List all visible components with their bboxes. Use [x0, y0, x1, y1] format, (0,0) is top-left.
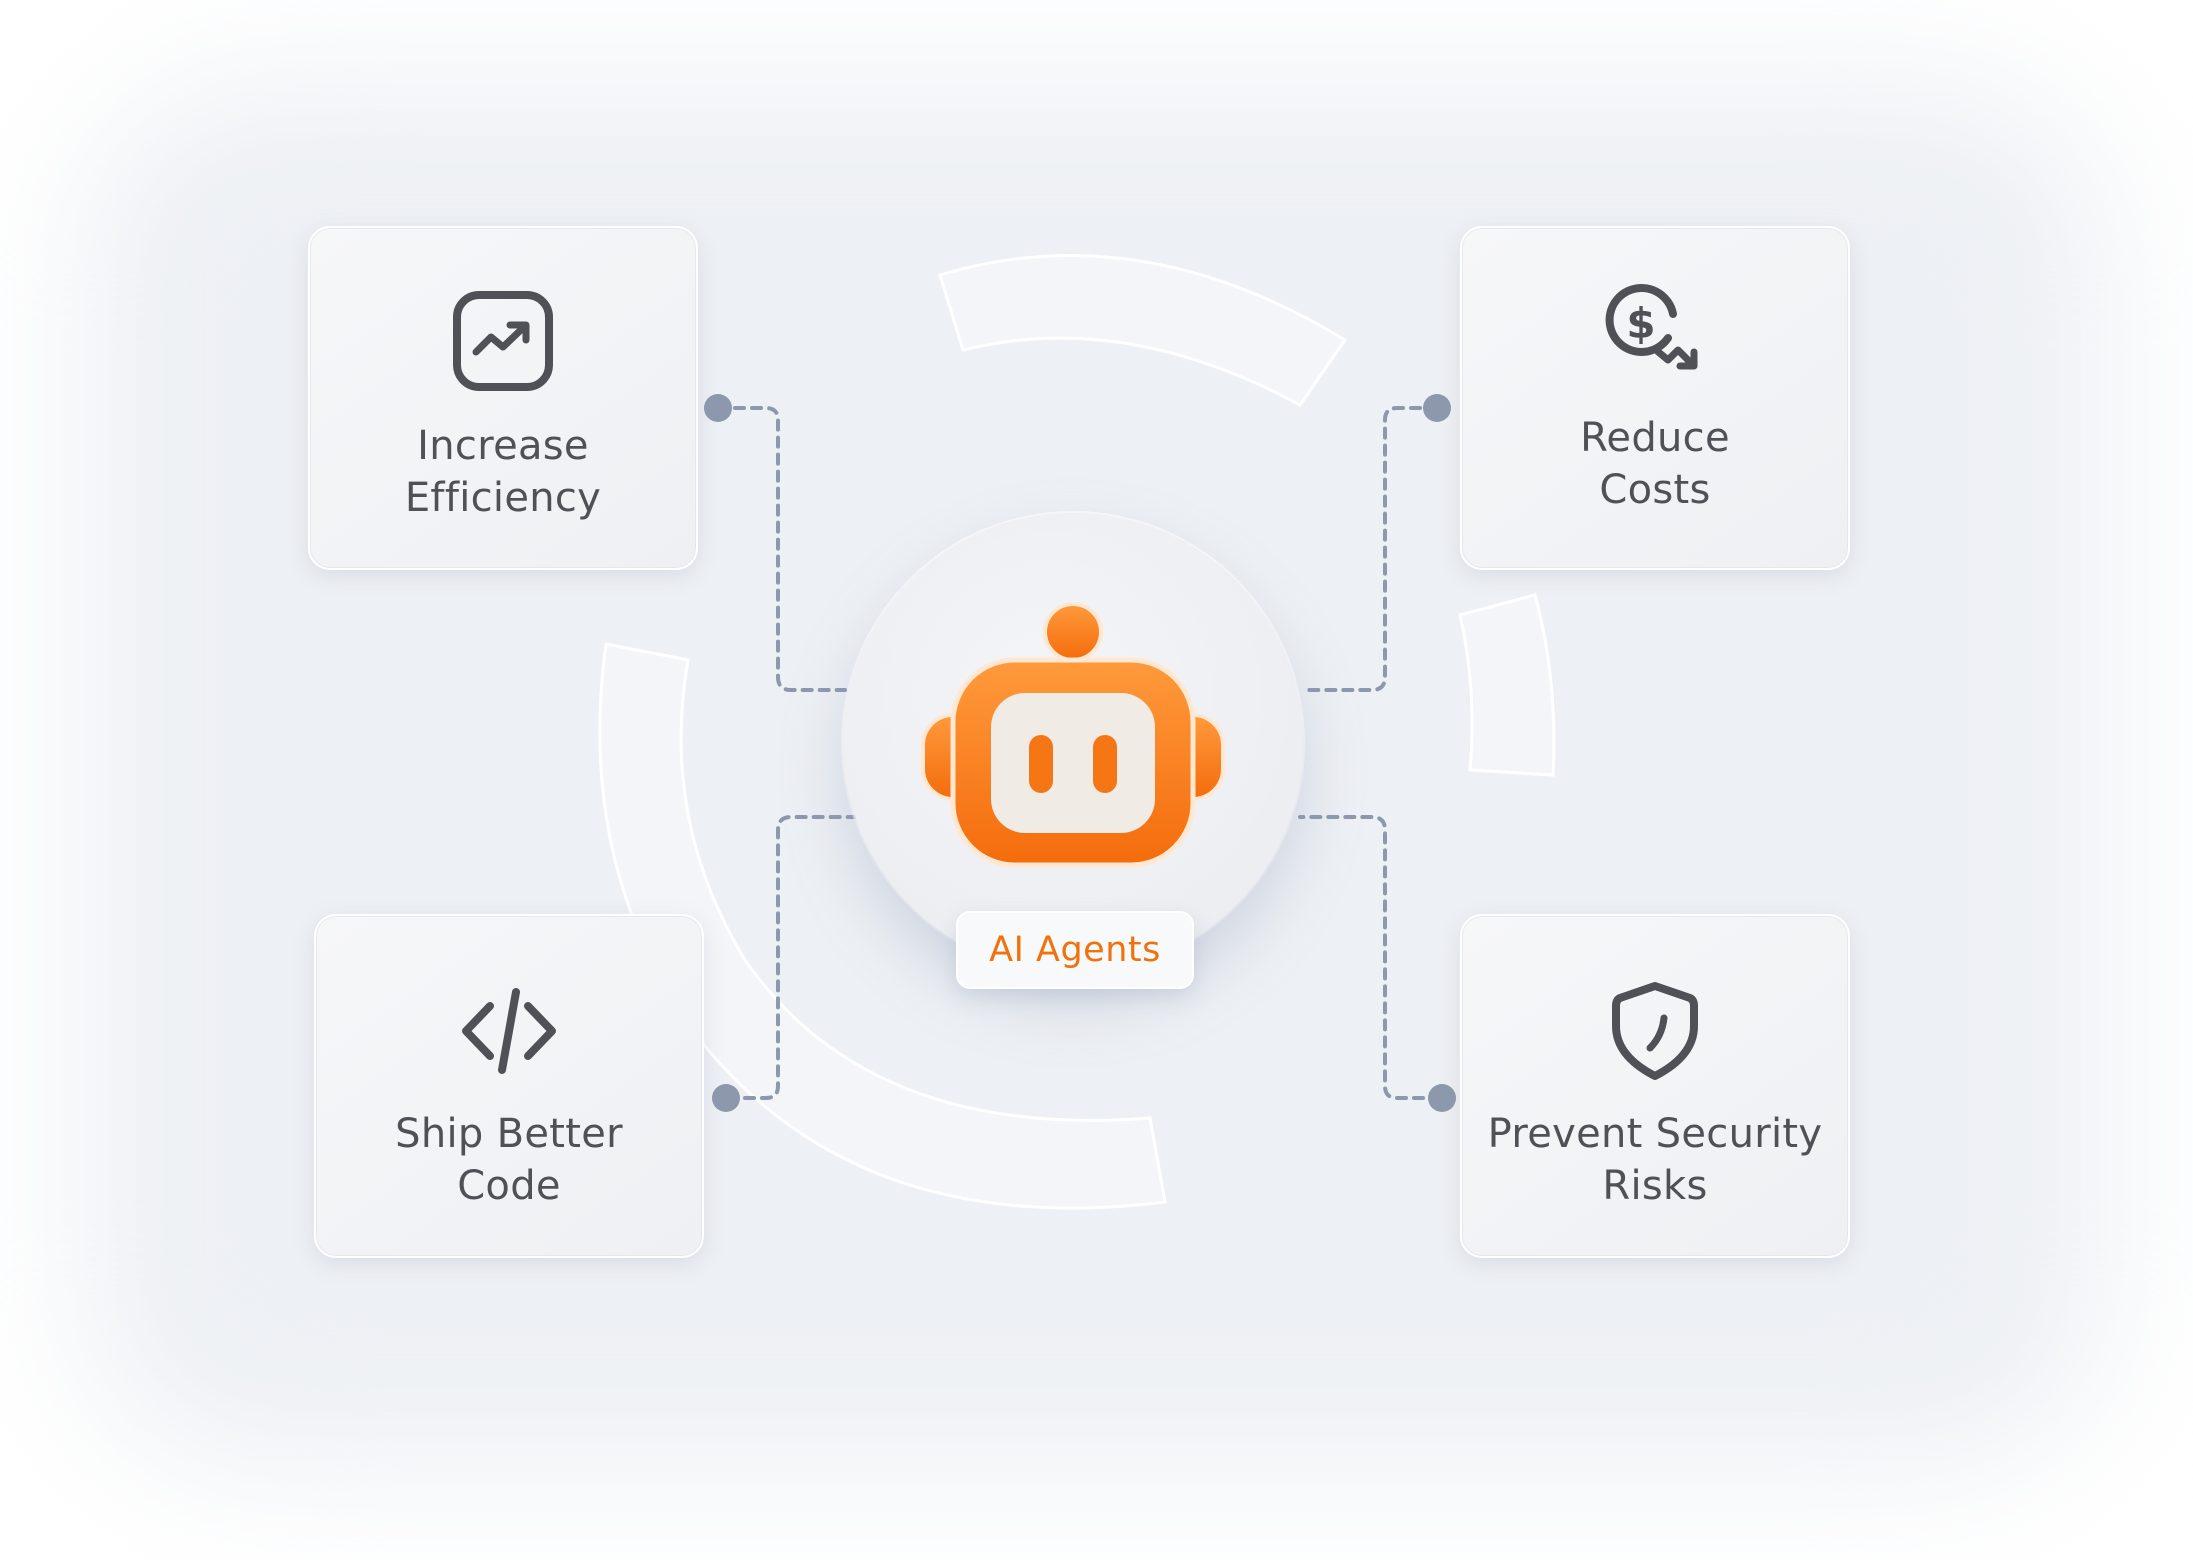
card-label: Ship Better Code	[395, 1111, 623, 1209]
card-label: Reduce Costs	[1580, 415, 1730, 513]
card-ship-better-code: Ship Better Code	[314, 914, 704, 1258]
svg-text:$: $	[1626, 299, 1655, 348]
hub-label: AI Agents	[956, 911, 1194, 989]
card-label: Increase Efficiency	[404, 423, 602, 521]
connector-efficiency	[716, 406, 847, 692]
shield-icon	[1612, 982, 1698, 1080]
card-reduce-costs: $ Reduce Costs	[1460, 226, 1850, 570]
arc-segment-top	[938, 254, 1348, 407]
arc-segment-right	[1458, 593, 1556, 777]
trending-up-icon	[453, 291, 553, 391]
connector-costs	[1303, 406, 1439, 692]
robot-icon	[921, 602, 1225, 868]
connector-dot-security	[1428, 1084, 1456, 1112]
card-increase-efficiency: Increase Efficiency	[308, 226, 698, 570]
code-icon	[462, 988, 556, 1074]
dollar-down-icon: $	[1605, 284, 1698, 370]
connector-security	[1298, 815, 1442, 1100]
connector-dot-costs	[1423, 394, 1451, 422]
connector-code	[726, 815, 857, 1100]
connector-dot-efficiency	[704, 394, 732, 422]
card-prevent-security-risks: Prevent Security Risks	[1460, 914, 1850, 1258]
card-label: Prevent Security Risks	[1487, 1111, 1823, 1209]
connector-dot-code	[712, 1084, 740, 1112]
